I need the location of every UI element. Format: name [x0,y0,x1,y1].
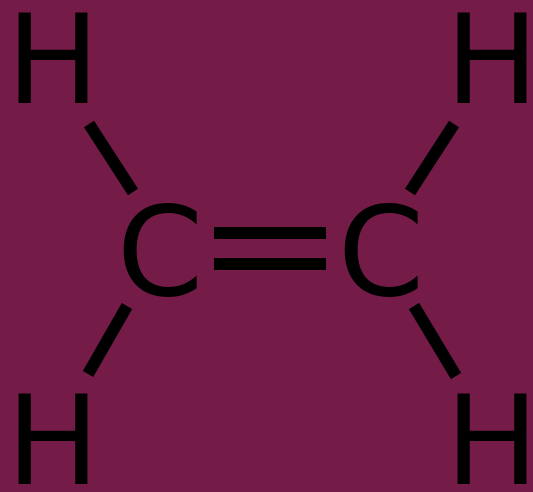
bond-single-c-left-h-bottom [82,303,133,377]
atom-c-right: C [338,181,425,325]
atom-h-top-left: H [6,0,99,133]
atom-h-top-right: H [445,0,533,133]
atom-h-bottom-right: H [445,370,533,492]
bond-single-c-right-h-top [404,120,460,196]
atom-h-bottom-left: H [6,370,99,492]
atom-c-left: C [117,181,204,325]
bond-single-c-left-h-top [83,120,139,196]
bond-single-c-right-h-bottom [408,302,462,380]
